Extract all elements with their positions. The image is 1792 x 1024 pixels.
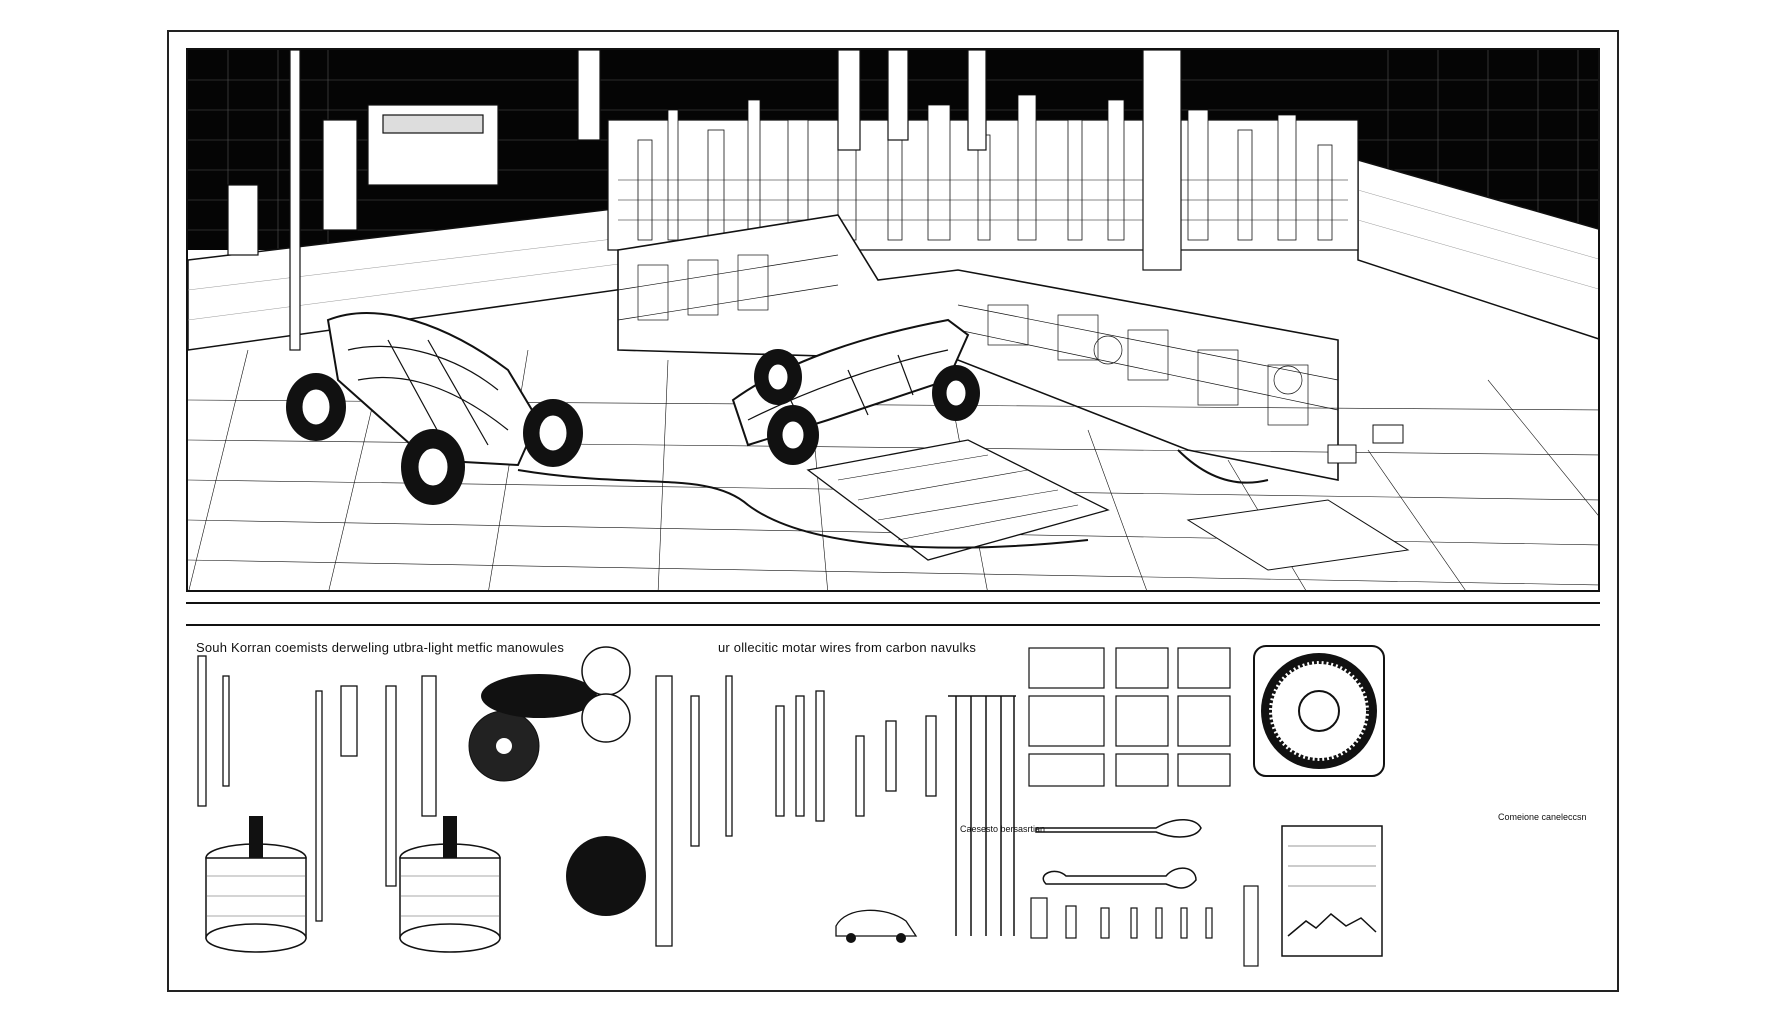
circuit-traces: [837, 454, 1079, 541]
flat-disk: [481, 674, 597, 718]
right-vehicle: [731, 318, 980, 465]
tool-column-a: [197, 655, 437, 922]
floor-cable: [517, 469, 1089, 549]
fan-unit: [1253, 645, 1385, 777]
black-disk: [566, 836, 646, 916]
platform-panels: [617, 254, 1339, 426]
spoked-wheel-1: [581, 646, 631, 696]
central-platform: [617, 214, 1339, 481]
screwdriver-rack: [948, 695, 1016, 936]
factory-scene-drawing: [188, 50, 1598, 590]
label-small-1: Caesesto bersasrtian: [960, 824, 1046, 834]
wrenches: [1035, 819, 1202, 889]
display-panels: [1028, 647, 1231, 787]
car-sketch: [835, 909, 918, 943]
skyline-detail: [618, 179, 1348, 221]
factory-scene: [186, 48, 1600, 592]
left-machinery: [227, 104, 499, 256]
wire-spool-right: [399, 816, 501, 953]
parts-catalog-drawing: [197, 645, 1385, 967]
wire-spool-left: [205, 816, 307, 953]
floor-crates: [1186, 424, 1410, 571]
separator-line-bottom: [186, 624, 1600, 626]
circuit-board-model: [806, 439, 1110, 561]
pillars: [289, 50, 1182, 351]
label-small-2: Comeione caneleccsn: [1498, 812, 1587, 822]
caption-left: Souh Korran coemists derweling utbra-lig…: [196, 640, 565, 655]
left-vehicle: [286, 312, 583, 505]
platform-cable: [1177, 449, 1269, 484]
separator-line-top: [186, 602, 1600, 604]
small-parts-row: [1030, 885, 1259, 967]
parts-catalog: [186, 636, 1600, 980]
tool-column-b: [655, 675, 937, 947]
caption-right: ur ollecitic motar wires from carbon nav…: [718, 640, 977, 655]
chart-monitor: [1281, 825, 1383, 957]
spoked-wheel-2: [581, 693, 631, 743]
